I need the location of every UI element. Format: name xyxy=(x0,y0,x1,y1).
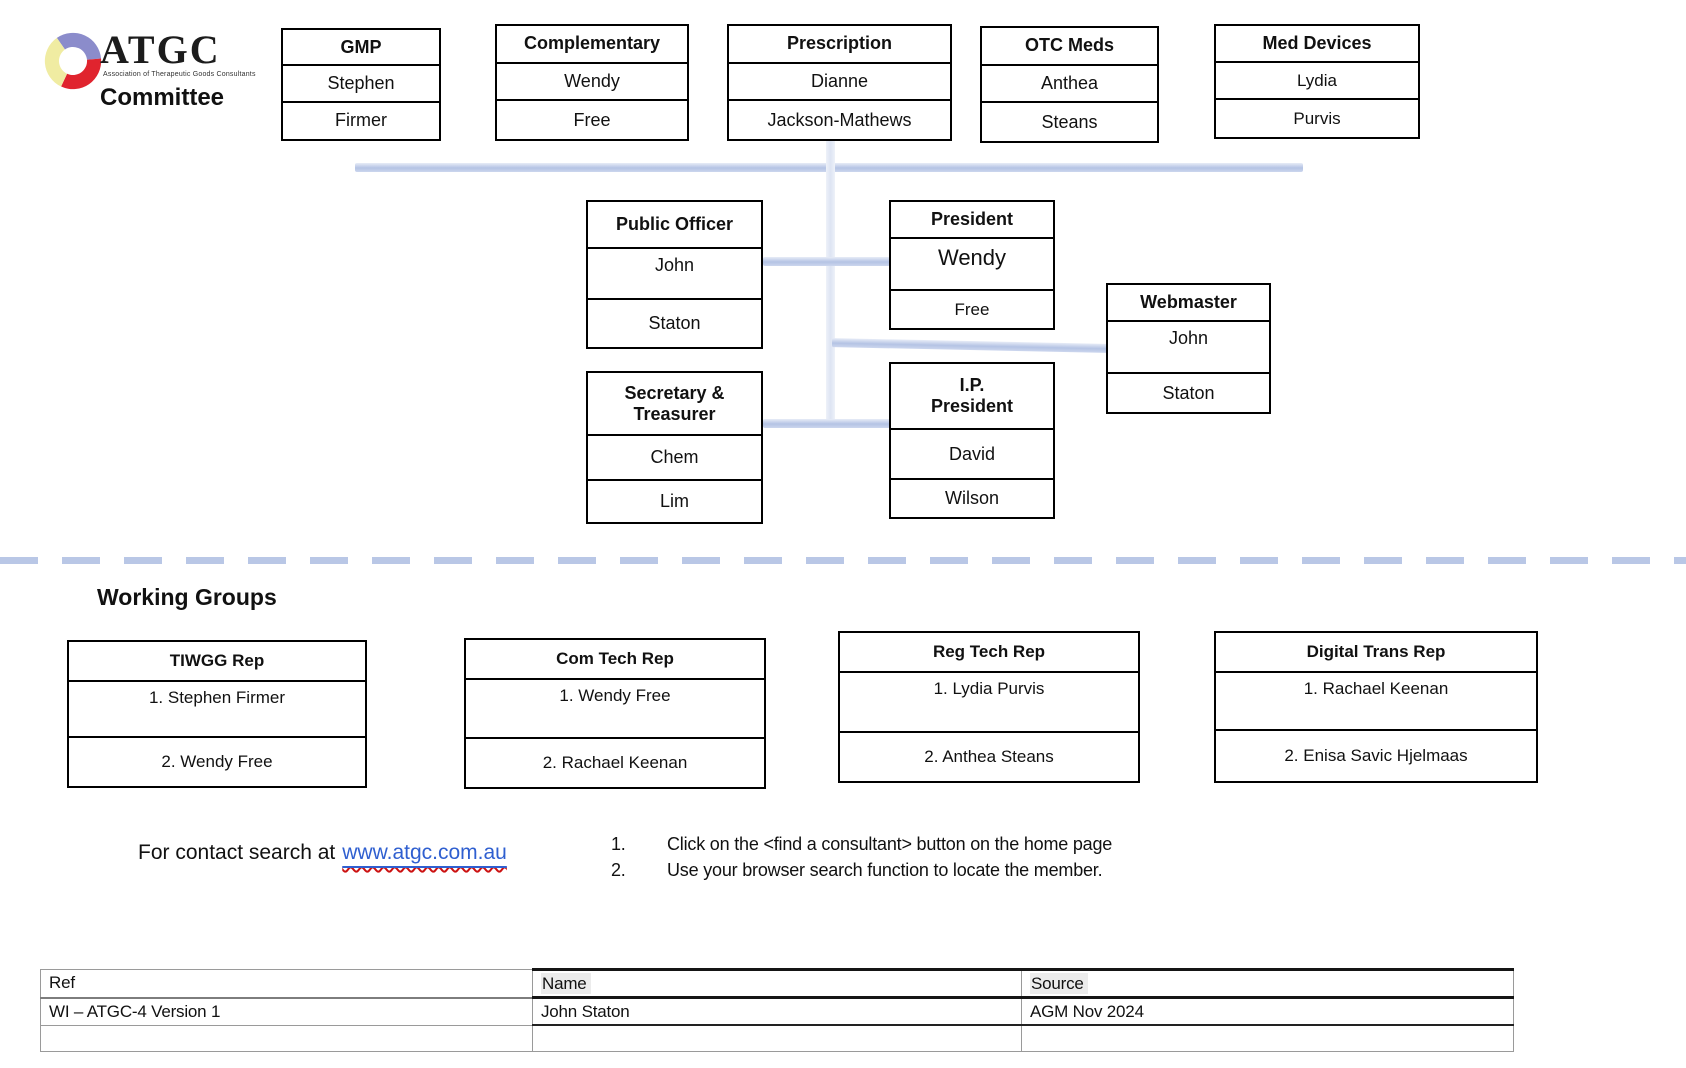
org-box-line: Staton xyxy=(648,313,701,334)
wg-box-title: Com Tech Rep xyxy=(466,640,764,680)
wg-box-reg-tech-rep: Reg Tech Rep 1. Lydia Purvis 2. Anthea S… xyxy=(838,631,1140,783)
org-box-line: Wilson xyxy=(944,488,999,509)
wg-box-title: Digital Trans Rep xyxy=(1216,633,1536,673)
wg-box-tiwgg-rep: TIWGG Rep 1. Stephen Firmer 2. Wendy Fre… xyxy=(67,640,367,788)
brand-name: ATGC xyxy=(100,27,221,72)
connector-secretary-ippresident xyxy=(763,419,890,428)
instruction-item: 2. Use your browser search function to lo… xyxy=(611,860,1103,881)
org-box-title: GMP xyxy=(283,30,439,67)
wg-box-title: TIWGG Rep xyxy=(69,642,365,682)
contact-text: For contact search at xyxy=(138,841,336,864)
org-box-line: David xyxy=(891,430,1053,480)
instruction-item: 1. Click on the <find a consultant> butto… xyxy=(611,834,1112,855)
instruction-number: 1. xyxy=(611,834,626,854)
page-title: Committee xyxy=(100,84,225,111)
org-box-title: Webmaster xyxy=(1108,285,1269,322)
header-label: Source xyxy=(1030,972,1088,994)
org-box-prescription: Prescription Dianne Jackson-Mathews xyxy=(727,24,952,141)
org-box-title: Complementary xyxy=(497,26,687,64)
org-box-line: Lydia xyxy=(1216,63,1418,100)
wg-box-title: Reg Tech Rep xyxy=(840,633,1138,673)
atgc-logo-icon xyxy=(44,32,102,90)
table-header-ref: Ref xyxy=(40,969,533,999)
table-row xyxy=(40,1024,1514,1052)
org-box-webmaster: Webmaster John Staton xyxy=(1106,283,1271,414)
org-box-line: Chem xyxy=(588,436,761,481)
connector-webmaster xyxy=(831,338,1109,353)
org-box-otc-meds: OTC Meds Anthea Steans xyxy=(980,26,1159,143)
atgc-website-link[interactable]: www.atgc.com.au xyxy=(342,841,507,864)
instruction-text: Use your browser search function to loca… xyxy=(667,860,1103,880)
header-label: Ref xyxy=(49,973,75,993)
org-box-med-devices: Med Devices Lydia Purvis xyxy=(1214,24,1420,139)
header-label: Name xyxy=(541,972,591,994)
cell-name: John Staton xyxy=(532,997,1022,1026)
org-box-line: Free xyxy=(954,299,990,319)
org-box-title: Secretary & Treasurer xyxy=(588,373,761,436)
org-box-title: President xyxy=(891,202,1053,239)
org-box-title: Prescription xyxy=(729,26,950,64)
wg-box-line: 1. Stephen Firmer xyxy=(69,682,365,738)
table-header-source: Source xyxy=(1021,968,1514,999)
instruction-text: Click on the <find a consultant> button … xyxy=(667,834,1113,854)
org-box-president: President Wendy Free xyxy=(889,200,1055,330)
org-box-ip-president: I.P. President David Wilson xyxy=(889,362,1055,519)
wg-box-line: 2. Rachael Keenan xyxy=(542,753,688,773)
wg-box-digital-trans-rep: Digital Trans Rep 1. Rachael Keenan 2. E… xyxy=(1214,631,1538,783)
cell-ref: WI – ATGC-4 Version 1 xyxy=(40,997,533,1026)
cell-name xyxy=(532,1024,1022,1052)
contact-note: For contact search at www.atgc.com.au xyxy=(138,841,507,865)
org-box-line: Wendy xyxy=(497,64,687,102)
wg-box-com-tech-rep: Com Tech Rep 1. Wendy Free 2. Rachael Ke… xyxy=(464,638,766,789)
org-box-line: Wendy xyxy=(891,239,1053,291)
wg-box-line: 1. Lydia Purvis xyxy=(840,673,1138,733)
cell-ref xyxy=(40,1024,533,1052)
cell-source xyxy=(1021,1024,1514,1052)
org-box-line: John xyxy=(588,249,761,300)
org-box-title: Med Devices xyxy=(1216,26,1418,63)
connector-publicofficer-president xyxy=(763,257,890,266)
table-row: WI – ATGC-4 Version 1 John Staton AGM No… xyxy=(40,997,1514,1026)
org-box-public-officer: Public Officer John Staton xyxy=(586,200,763,349)
wg-box-line: 1. Rachael Keenan xyxy=(1216,673,1536,731)
org-box-line: John xyxy=(1108,322,1269,374)
org-box-line: Jackson-Mathews xyxy=(767,109,912,130)
org-box-line: Dianne xyxy=(729,64,950,102)
working-groups-heading: Working Groups xyxy=(97,584,277,610)
wg-box-line: 2. Wendy Free xyxy=(161,752,273,772)
cell-source: AGM Nov 2024 xyxy=(1021,997,1514,1026)
wg-box-line: 1. Wendy Free xyxy=(466,680,764,739)
wg-box-line: 2. Anthea Steans xyxy=(924,747,1054,767)
org-box-line: Purvis xyxy=(1293,108,1341,128)
org-box-line: Staton xyxy=(1162,382,1215,403)
org-box-line: Stephen xyxy=(283,66,439,103)
footer-table: Ref Name Source WI – ATGC-4 Version 1 Jo… xyxy=(40,968,1514,1052)
contact-link-underline: www.atgc.com.au xyxy=(342,841,507,864)
org-box-gmp: GMP Stephen Firmer xyxy=(281,28,441,141)
org-box-title: I.P. President xyxy=(891,364,1053,430)
org-box-complementary: Complementary Wendy Free xyxy=(495,24,689,141)
org-box-title: Public Officer xyxy=(588,202,761,249)
org-box-line: Steans xyxy=(1041,111,1098,132)
brand-tagline: Association of Therapeutic Goods Consult… xyxy=(103,71,256,78)
org-box-line: Anthea xyxy=(982,66,1157,104)
connector-vertical xyxy=(826,141,835,428)
table-header-name: Name xyxy=(532,968,1022,999)
org-box-line: Free xyxy=(573,109,611,130)
instruction-number: 2. xyxy=(611,860,626,880)
wg-box-line: 2. Enisa Savic Hjelmaas xyxy=(1284,746,1468,766)
org-box-secretary-treasurer: Secretary & Treasurer Chem Lim xyxy=(586,371,763,524)
section-divider xyxy=(0,557,1686,564)
org-box-title: OTC Meds xyxy=(982,28,1157,66)
org-box-line: Firmer xyxy=(335,110,387,131)
org-box-line: Lim xyxy=(659,491,689,512)
table-header-row: Ref Name Source xyxy=(40,968,1514,999)
